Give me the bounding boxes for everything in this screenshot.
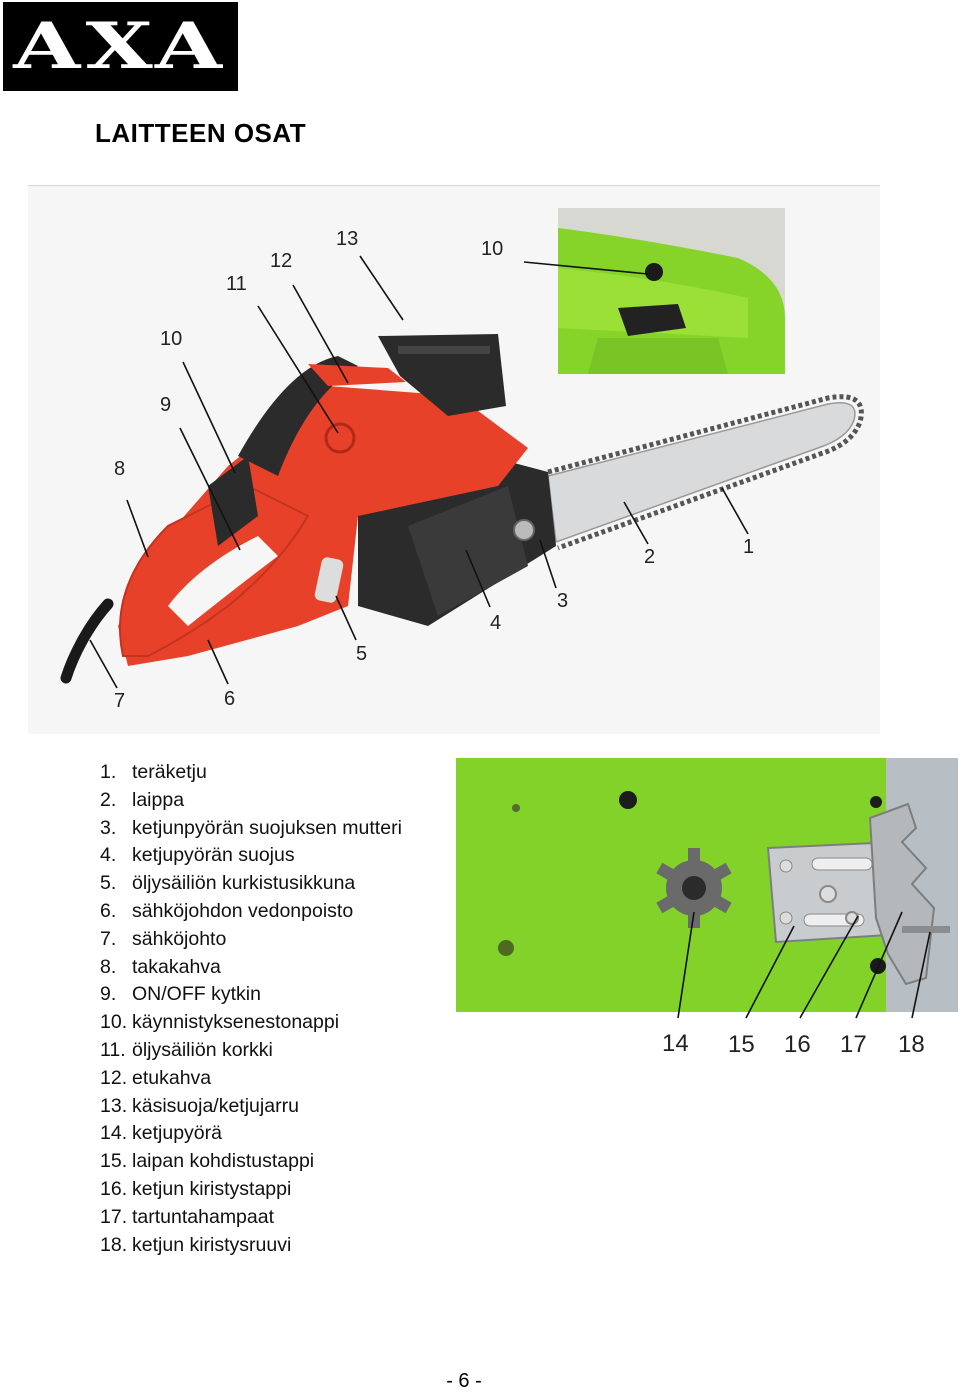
inset-callout-15: 15 <box>728 1031 755 1058</box>
callout-1: 1 <box>743 536 755 558</box>
callout-6: 6 <box>224 688 236 710</box>
list-item-label: ketjupyörän suojus <box>132 844 295 867</box>
page-title: LAITTEEN OSAT <box>95 118 307 148</box>
list-item-label: sähköjohto <box>132 927 227 950</box>
axa-logo: AXA <box>3 2 238 91</box>
list-item-label: sähköjohdon vedonpoisto <box>132 899 354 922</box>
list-item-number: 6. <box>100 899 117 922</box>
callout-3: 3 <box>557 590 569 612</box>
callout-9: 9 <box>160 394 172 416</box>
inset-lockout-illustration <box>558 208 785 374</box>
list-item-number: 17. <box>100 1205 128 1228</box>
list-item-label: käynnistyksenestonappi <box>132 1011 340 1034</box>
inset-sprocket-illustration <box>456 758 958 1012</box>
list-item-number: 14. <box>100 1122 128 1145</box>
chainsaw-photo <box>28 186 880 734</box>
callout-10: 10 <box>160 328 183 350</box>
list-item-label: ketjupyörä <box>132 1122 222 1145</box>
inset-sprocket-photo <box>456 758 958 1012</box>
list-item-number: 7. <box>100 927 117 950</box>
list-item-label: teräketju <box>132 761 207 783</box>
list-item-number: 8. <box>100 955 117 978</box>
callout-13: 13 <box>336 228 359 250</box>
list-item-number: 2. <box>100 788 117 811</box>
list-item-label: käsisuoja/ketjujarru <box>132 1094 299 1117</box>
list-item: 9. ON/OFF kytkin <box>100 981 402 1009</box>
list-item-label: takakahva <box>132 955 221 978</box>
inset-callout-14: 14 <box>662 1030 689 1057</box>
list-item-label: ON/OFF kytkin <box>132 983 261 1006</box>
list-item-number: 1. <box>100 761 117 783</box>
list-item-label: tartuntahampaat <box>132 1205 275 1228</box>
inset-callout-18: 18 <box>898 1031 925 1058</box>
callout-5: 5 <box>356 643 368 665</box>
callout-12: 12 <box>270 250 293 272</box>
list-item-label: laippa <box>132 788 185 811</box>
list-item: 7. sähköjohto <box>100 926 402 954</box>
divider <box>28 185 880 186</box>
list-item-number: 3. <box>100 816 117 839</box>
list-item-label: ketjun kiristysruuvi <box>132 1233 292 1256</box>
list-item: 11. öljysäiliön korkki <box>100 1037 402 1065</box>
inset-lockout-button-photo <box>558 208 785 374</box>
list-item: 2. laippa <box>100 787 402 815</box>
page-number: - 6 - <box>446 1370 482 1392</box>
list-item-label: ketjun kiristystappi <box>132 1177 292 1200</box>
list-item-label: etukahva <box>132 1066 212 1089</box>
list-item-label: öljysäiliön kurkistusikkuna <box>132 872 356 895</box>
list-item-number: 15. <box>100 1150 128 1173</box>
list-item: 15.laipan kohdistustappi <box>100 1148 402 1176</box>
list-item: 4. ketjupyörän suojus <box>100 842 402 870</box>
list-item-number: 12. <box>100 1066 128 1089</box>
inset-callout-10: 10 <box>481 238 504 260</box>
logo-text: AXA <box>13 8 228 84</box>
callout-11: 11 <box>226 273 247 295</box>
list-item: 6. sähköjohdon vedonpoisto <box>100 898 402 926</box>
callout-leaders <box>89 255 749 689</box>
list-item: 12.etukahva <box>100 1065 402 1093</box>
list-item: 18.ketjun kiristysruuvi <box>100 1232 402 1260</box>
callout-4: 4 <box>490 612 502 634</box>
list-item-number: 9. <box>100 983 117 1006</box>
list-item: 5. öljysäiliön kurkistusikkuna <box>100 870 402 898</box>
inset-callout-17: 17 <box>840 1031 867 1058</box>
list-item-number: 16. <box>100 1177 128 1200</box>
callout-2: 2 <box>644 546 656 568</box>
inset-leaders-bottom <box>677 911 931 1019</box>
callout-7: 7 <box>114 690 126 712</box>
list-item-number: 4. <box>100 844 117 867</box>
list-item-number: 11. <box>100 1038 126 1061</box>
list-item: 8. takakahva <box>100 954 402 982</box>
list-item: 13.käsisuoja/ketjujarru <box>100 1093 402 1121</box>
list-item-number: 5. <box>100 872 117 895</box>
list-item-number: 10. <box>100 1011 128 1034</box>
list-item-label: öljysäiliön korkki <box>132 1038 273 1061</box>
list-item-label: ketjunpyörän suojuksen mutteri <box>132 816 402 839</box>
list-item: 10.käynnistyksenestonappi <box>100 1009 402 1037</box>
list-item: 14.ketjupyörä <box>100 1120 402 1148</box>
list-item: 16.ketjun kiristystappi <box>100 1176 402 1204</box>
callout-8: 8 <box>114 458 126 480</box>
inset-leader-10 <box>523 261 649 275</box>
list-item-number: 13. <box>100 1094 128 1117</box>
parts-list: 1. teräketju 2. laippa 3. ketjunpyörän suoj… <box>100 759 402 1259</box>
list-item: 1. teräketju <box>100 759 402 787</box>
chainsaw-illustration <box>60 334 864 684</box>
list-item: 17.tartuntahampaat <box>100 1204 402 1232</box>
list-item-number: 18. <box>100 1233 128 1256</box>
inset-callout-16: 16 <box>784 1031 811 1058</box>
list-item: 3. ketjunpyörän suojuksen mutteri <box>100 815 402 843</box>
list-item-label: laipan kohdistustappi <box>132 1150 315 1173</box>
